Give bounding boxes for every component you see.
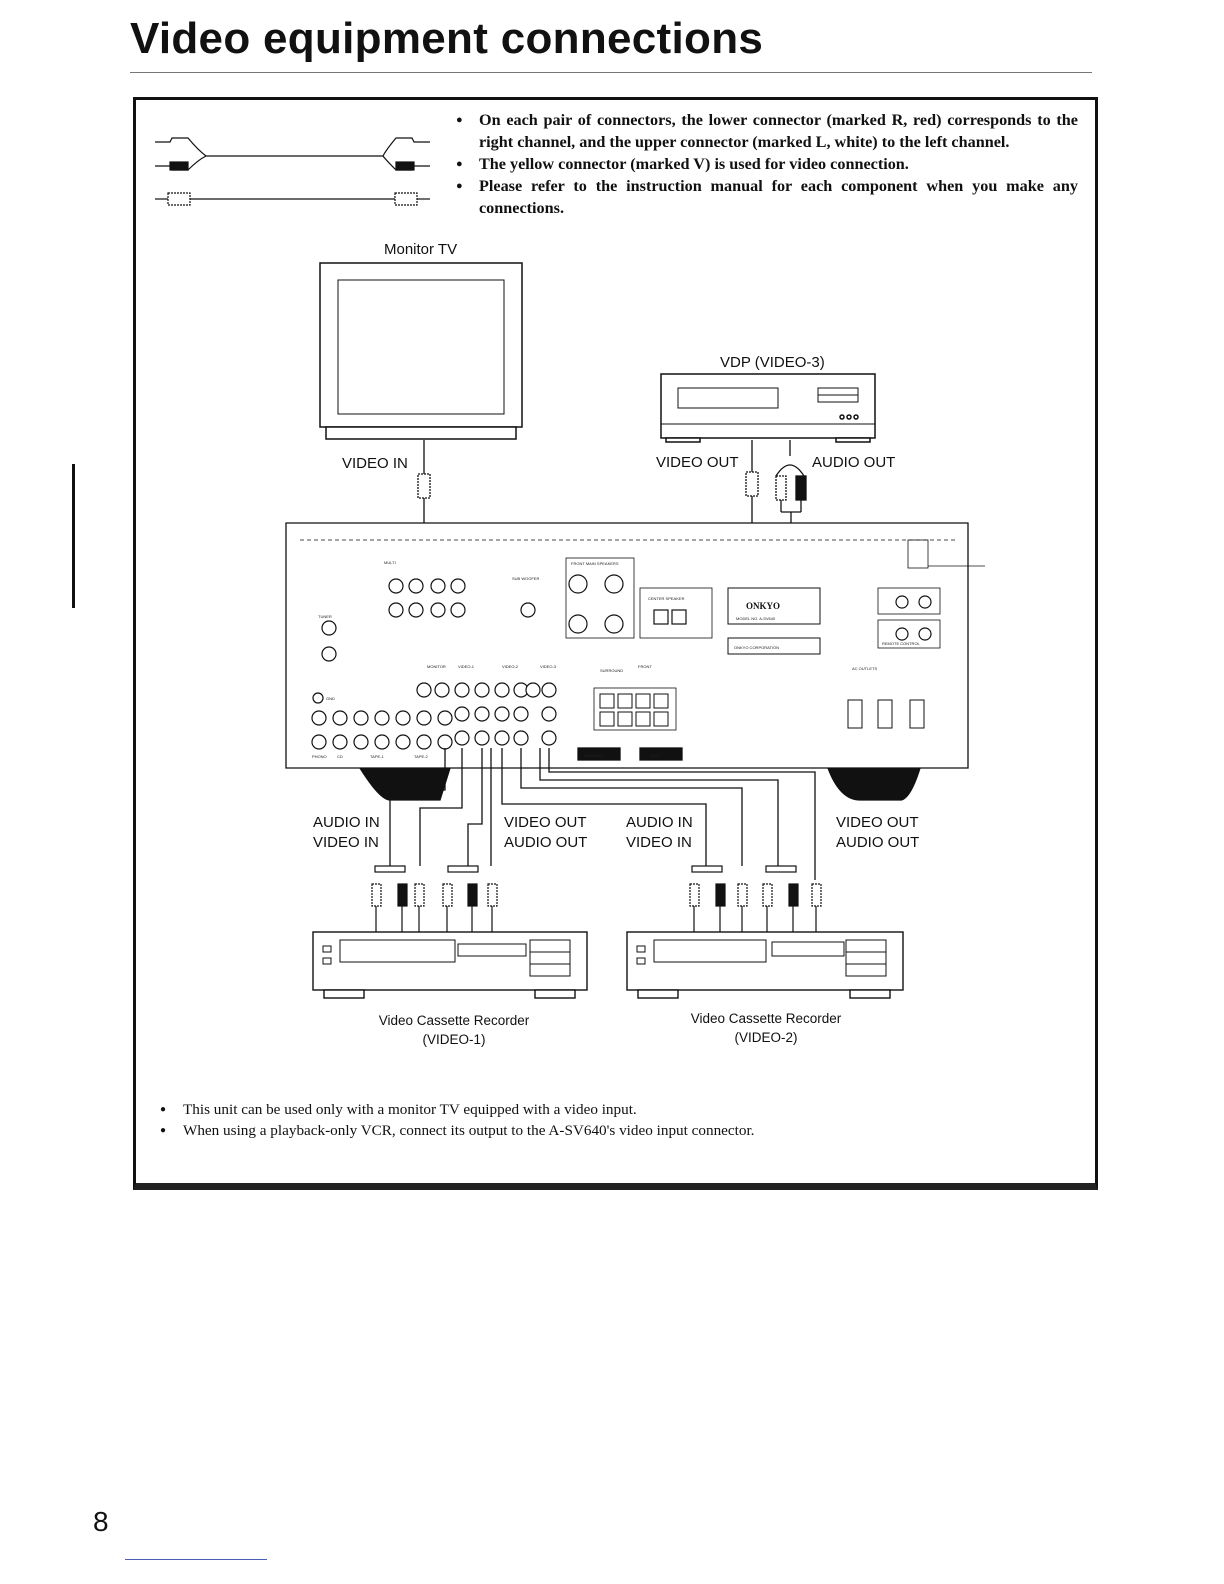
vcr-2-icon: [626, 931, 904, 999]
note-item: Please refer to the instruction manual f…: [456, 175, 1078, 219]
phono-label: PHONO: [312, 754, 327, 759]
vcr1-video-out-label: VIDEO OUT: [504, 814, 587, 831]
remote-control-jacks: [895, 595, 932, 641]
surround-speaker-terminals: [599, 693, 669, 727]
cable-lines-bottom: [389, 748, 816, 880]
gnd-terminal: [312, 692, 324, 704]
connector-notes: On each pair of connectors, the lower co…: [456, 109, 1078, 219]
vcr2-audio-in-label: AUDIO IN: [626, 814, 693, 831]
avis-label: AVIS: [651, 753, 660, 758]
monitor-label: MONITOR: [427, 664, 446, 669]
vcr1-caption-line1: Video Cassette Recorder: [379, 1013, 530, 1028]
page-number: 8: [93, 1506, 109, 1537]
ac-outlets: [847, 699, 925, 729]
video1-label: VIDEO-1: [458, 664, 475, 669]
vcr1-audio-out-label: AUDIO OUT: [504, 834, 587, 851]
vcr2-video-in-label: VIDEO IN: [626, 834, 692, 851]
vcr1-caption-line2: (VIDEO-1): [422, 1032, 485, 1047]
receiver-jacks: [311, 574, 932, 750]
audio-input-jacks: [311, 710, 453, 750]
vcr2-caption-line2: (VIDEO-2): [734, 1030, 797, 1045]
usage-notes: This unit can be used only with a monito…: [160, 1099, 1060, 1141]
ac-outlets-label: AC OUTLETS: [852, 666, 877, 671]
multi-channel-jacks: [388, 578, 466, 618]
tuner-label: TUNER: [318, 614, 332, 619]
plug-leads: [375, 906, 817, 932]
vcr-1-icon: [312, 931, 588, 999]
center-speaker-terminal: [653, 609, 669, 625]
center-speaker-label: CENTER SPEAKER: [648, 596, 685, 601]
page-title: Video equipment connections: [130, 14, 764, 63]
note-item: When using a playback-only VCR, connect …: [160, 1120, 1060, 1141]
footer-rule: [125, 1559, 267, 1560]
note-item: On each pair of connectors, the lower co…: [456, 109, 1078, 153]
tape2-label: TAPE-2: [414, 754, 428, 759]
vdp-player-icon: [660, 373, 876, 443]
receiver-panel-labels: FRONT MAIN SPEAKERS CENTER SPEAKER ONKYO…: [312, 560, 921, 759]
sub-woofer-label: SUB WOOFER: [512, 576, 539, 581]
sub-woofer-jack: [520, 602, 536, 618]
tuner-jack: [321, 646, 337, 662]
multi-label: MULTI: [384, 560, 396, 565]
video-cable-icon: [155, 192, 430, 206]
vcr1-video-in-label: VIDEO IN: [313, 834, 379, 851]
title-rule: [130, 72, 1092, 73]
brand-label: ONKYO: [746, 601, 780, 611]
vcr2-caption-line1: Video Cassette Recorder: [691, 1011, 842, 1026]
front-speaker-terminals: [568, 574, 624, 634]
video-io-jacks: [416, 682, 557, 746]
monitor-video-in-label: VIDEO IN: [342, 455, 408, 472]
note-item: This unit can be used only with a monito…: [160, 1099, 1060, 1120]
gnd-label: GND: [326, 696, 335, 701]
vcr1-audio-in-label: AUDIO IN: [313, 814, 380, 831]
monitor-tv-icon: [319, 262, 523, 440]
vcr2-audio-out-label: AUDIO OUT: [836, 834, 919, 851]
tuner-jack: [321, 620, 337, 636]
cd-label: CD: [337, 754, 343, 759]
vcr2-video-out-label: VIDEO OUT: [836, 814, 919, 831]
remote-control-label: REMOTE CONTROL: [882, 641, 921, 646]
margin-change-bar: [72, 464, 75, 608]
vdp-audio-out-label: AUDIO OUT: [812, 454, 895, 471]
front-label: FRONT: [638, 664, 652, 669]
note-item: The yellow connector (marked V) is used …: [456, 153, 1078, 175]
tape1-label: TAPE-1: [370, 754, 384, 759]
surround-label: SURROUND: [600, 668, 623, 673]
warning-label: WARNING: [584, 753, 603, 758]
vdp-label: VDP (VIDEO-3): [720, 354, 825, 371]
cable-legend: [155, 137, 430, 206]
video2-label: VIDEO-2: [502, 664, 519, 669]
model-label: MODEL NO. A-SV640: [736, 616, 776, 621]
monitor-tv-label: Monitor TV: [384, 241, 457, 258]
vdp-video-out-label: VIDEO OUT: [656, 454, 739, 471]
front-main-speakers-label: FRONT MAIN SPEAKERS: [571, 561, 619, 566]
vcr-plugs: [371, 865, 822, 907]
video3-label: VIDEO-3: [540, 664, 557, 669]
audio-cable-icon: [155, 137, 430, 171]
center-speaker-terminal: [671, 609, 687, 625]
corporation-label: ONKYO CORPORATION: [734, 645, 779, 650]
